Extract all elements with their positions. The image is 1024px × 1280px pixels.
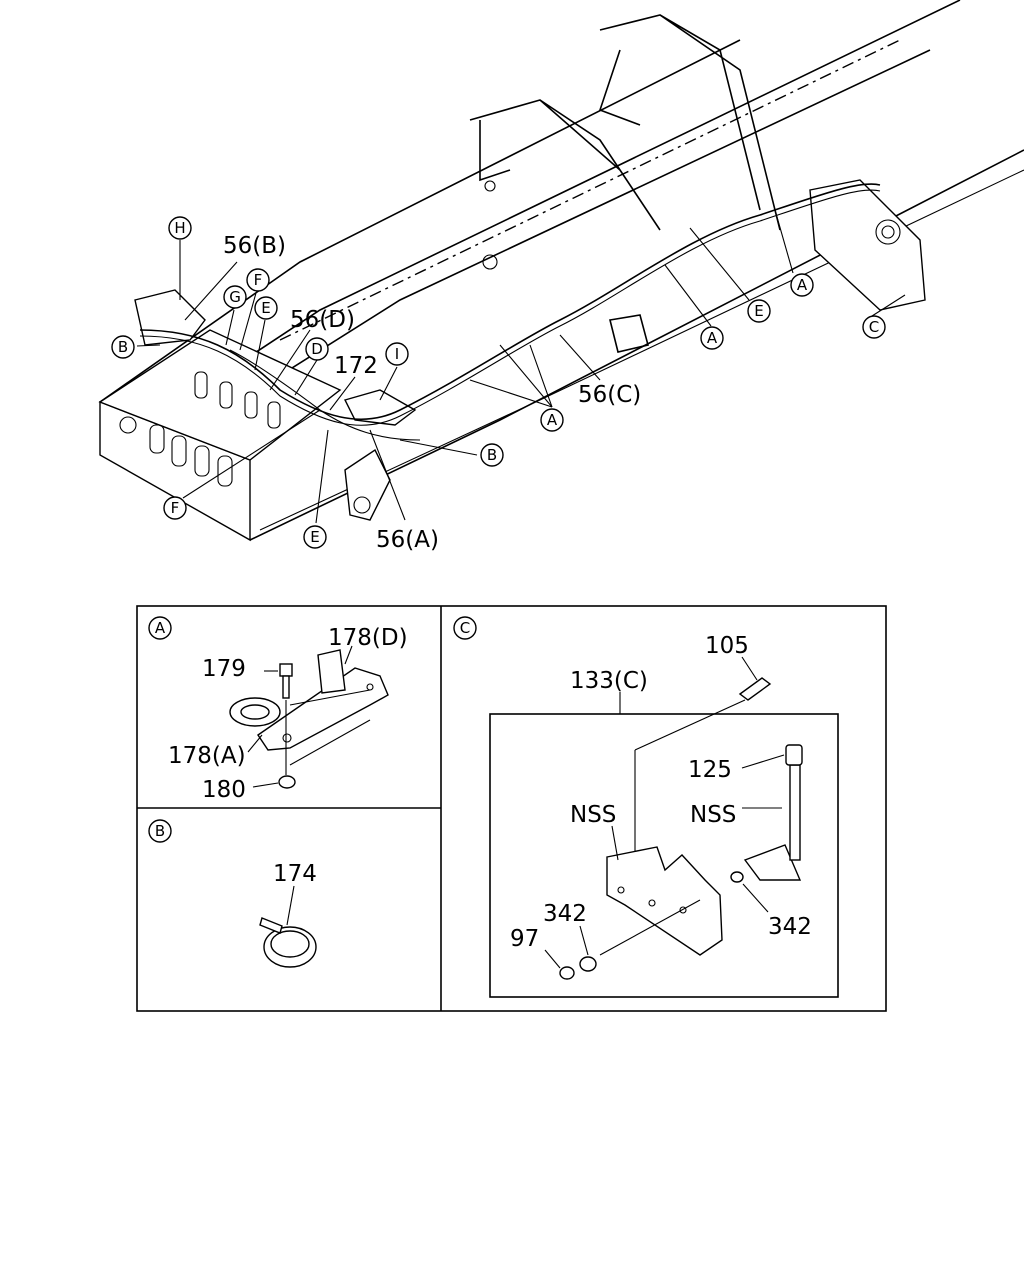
callout-i: I (385, 342, 409, 366)
callout-b-left: B (111, 335, 135, 359)
svg-text:B: B (487, 446, 497, 464)
label-133c: 133(C) (570, 668, 648, 694)
label-105: 105 (705, 633, 749, 659)
svg-text:A: A (707, 329, 718, 347)
callout-g: G (223, 285, 247, 309)
label-nss-left: NSS (570, 802, 616, 828)
callout-e-left: E (254, 296, 278, 320)
svg-text:F: F (171, 499, 180, 517)
svg-text:A: A (547, 411, 558, 429)
label-172: 172 (334, 353, 378, 379)
panel-b-tag: B (155, 822, 165, 840)
svg-text:E: E (310, 528, 319, 546)
label-56c: 56(C) (578, 382, 641, 408)
chassis-drawing (98, 0, 1024, 542)
label-178d: 178(D) (328, 625, 408, 651)
svg-text:A: A (797, 276, 808, 294)
svg-text:F: F (254, 271, 263, 289)
callout-h: H (168, 216, 192, 240)
svg-text:G: G (229, 288, 241, 306)
callout-e-right: E (747, 299, 771, 323)
label-56b: 56(B) (223, 233, 286, 259)
svg-text:D: D (311, 340, 323, 358)
leader-lines (136, 209, 906, 524)
label-97: 97 (510, 926, 539, 952)
label-342-left: 342 (543, 901, 587, 927)
callout-d: D (305, 337, 329, 361)
callout-e-bottom: E (303, 525, 327, 549)
label-56a: 56(A) (376, 527, 439, 553)
panel-a: A 179 178(D) 178(A) 180 (148, 616, 408, 803)
callout-a-right2: A (790, 273, 814, 297)
label-180: 180 (202, 777, 246, 803)
label-56d: 56(D) (290, 307, 355, 333)
svg-text:I: I (395, 345, 399, 363)
svg-text:E: E (754, 302, 763, 320)
svg-text:C: C (869, 318, 879, 336)
panel-c: C 105 133(C) 125 NSS NSS 342 (453, 616, 839, 998)
callout-a-mid: A (540, 408, 564, 432)
callout-a-right1: A (700, 326, 724, 350)
label-125: 125 (688, 757, 732, 783)
label-179: 179 (202, 656, 246, 682)
detail-frame (136, 605, 887, 1012)
callout-b-right: B (480, 443, 504, 467)
callout-f-bottom: F (163, 496, 187, 520)
callout-c: C (862, 315, 886, 339)
label-178a: 178(A) (168, 743, 246, 769)
label-nss-right: NSS (690, 802, 736, 828)
svg-text:B: B (118, 338, 128, 356)
panel-a-tag: A (155, 619, 166, 637)
svg-text:H: H (174, 219, 185, 237)
panel-c-tag: C (460, 619, 470, 637)
label-342-right: 342 (768, 914, 812, 940)
panel-b: B 174 (148, 819, 317, 968)
label-174: 174 (273, 861, 317, 887)
callout-f-top: F (246, 268, 270, 292)
svg-text:E: E (261, 299, 270, 317)
